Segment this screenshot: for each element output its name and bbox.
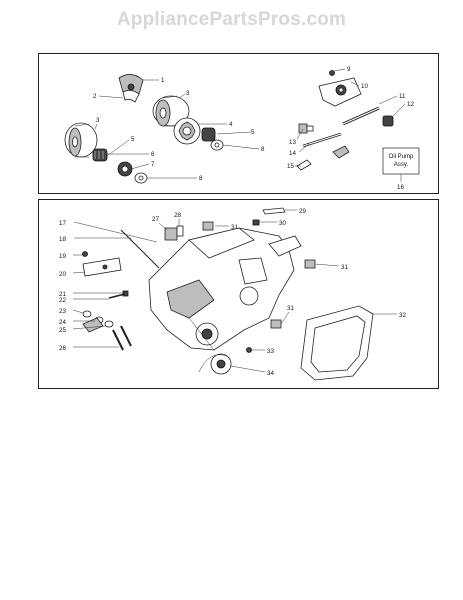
- callout-2: 2: [93, 93, 97, 100]
- callout-17: 17: [59, 220, 66, 227]
- callout-21: 21: [59, 291, 66, 298]
- callout-3a: 3: [186, 90, 190, 97]
- part-1-clutch-shoe: [118, 74, 144, 103]
- part-21-nut: [122, 290, 129, 297]
- callout-7: 7: [151, 161, 155, 168]
- callout-3b: 3: [96, 117, 100, 124]
- callout-9: 9: [347, 66, 351, 73]
- callout-10: 10: [361, 83, 368, 90]
- callout-22: 22: [59, 297, 66, 304]
- callout-29: 29: [299, 208, 306, 215]
- bottom-part-labels: 17 18 19 20 21 22 23 24 25 26 27 28 29 3…: [59, 208, 406, 377]
- part-20-bar-plate: [82, 257, 122, 277]
- callout-19: 19: [59, 253, 66, 260]
- callout-4: 4: [229, 121, 233, 128]
- part-27-28-bracket: [164, 225, 184, 241]
- callout-33: 33: [267, 348, 274, 355]
- callout-32: 32: [399, 312, 406, 319]
- part-23-24-25-washers: [82, 310, 114, 333]
- part-11-pump-shaft: [342, 106, 380, 126]
- callout-23: 23: [59, 308, 66, 315]
- callout-31c: 31: [287, 305, 294, 312]
- callout-27: 27: [152, 216, 159, 223]
- callout-30: 30: [279, 220, 286, 227]
- callout-12: 12: [407, 101, 414, 108]
- callout-24: 24: [59, 319, 66, 326]
- callout-25: 25: [59, 327, 66, 334]
- oil-pump-label-line2: Assy.: [394, 162, 409, 168]
- part-19-screw: [82, 251, 88, 257]
- watermark: AppliancePartsPros.com: [116, 9, 347, 30]
- part-26-bolts: [112, 325, 132, 351]
- crankcase-panel: 17 18 19 20 21 22 23 24 25 26 27 28 29 3…: [38, 199, 439, 389]
- part-30-clip: [252, 219, 260, 226]
- top-part-labels: 1 2 3 3 4 5 5 6 7 8 8 9 10 11 12 13 14 1…: [93, 66, 414, 191]
- part-18-chain-guide: [120, 229, 160, 269]
- callout-14: 14: [289, 150, 296, 157]
- callout-16: 16: [397, 184, 404, 191]
- callout-15: 15: [287, 163, 294, 170]
- part-10-pump-housing: [318, 77, 362, 107]
- part-14-oil-hose: [302, 132, 342, 148]
- part-17-crankcase: [148, 227, 302, 351]
- callout-26: 26: [59, 345, 66, 352]
- part-13-connector: [298, 123, 314, 134]
- callout-28: 28: [174, 212, 181, 219]
- part-3-clutch-drum-rim: [64, 122, 98, 158]
- callout-34: 34: [267, 370, 274, 377]
- part-4-sprocket: [173, 117, 201, 145]
- bottom-leader-lines: [72, 209, 397, 373]
- part-5-needle-bearing: [92, 127, 216, 162]
- oil-pump-label-line1: Oil Pump: [389, 154, 414, 160]
- part-22-bolt: [108, 293, 126, 299]
- part-7-rim-sprocket: [117, 161, 133, 177]
- callout-5a: 5: [131, 136, 135, 143]
- part-8-washer: [134, 139, 224, 184]
- callout-8a: 8: [199, 175, 203, 182]
- part-33-screw: [246, 347, 252, 353]
- callout-13: 13: [289, 139, 296, 146]
- part-9-screw: [329, 70, 335, 76]
- callout-18: 18: [59, 236, 66, 243]
- callout-11: 11: [399, 93, 406, 100]
- callout-31a: 31: [231, 224, 238, 231]
- oil-pump-assy-box: [382, 147, 420, 175]
- top-leader-lines: [94, 68, 406, 179]
- callout-1: 1: [161, 77, 165, 84]
- callout-8b: 8: [261, 146, 265, 153]
- clutch-drum-panel: Oil Pump Assy. 1 2 3 3 4 5 5 6 7 8 8 9: [38, 53, 439, 194]
- part-12-worm-gear: [382, 115, 394, 127]
- callout-5b: 5: [251, 129, 255, 136]
- clutch-drum-diagram: Oil Pump Assy. 1 2 3 3 4 5 5 6 7 8 8 9: [64, 66, 420, 191]
- part-32-fan-cover: [300, 305, 374, 381]
- callout-20: 20: [59, 271, 66, 278]
- callout-6: 6: [151, 151, 155, 158]
- part-3-clutch-drum: [152, 95, 190, 127]
- crankcase-diagram: 17 18 19 20 21 22 23 24 25 26 27 28 29 3…: [59, 207, 406, 381]
- part-15-filter: [296, 145, 350, 171]
- callout-31b: 31: [341, 264, 348, 271]
- part-29-spring: [262, 207, 286, 215]
- part-34-starter-pulley: [198, 353, 232, 375]
